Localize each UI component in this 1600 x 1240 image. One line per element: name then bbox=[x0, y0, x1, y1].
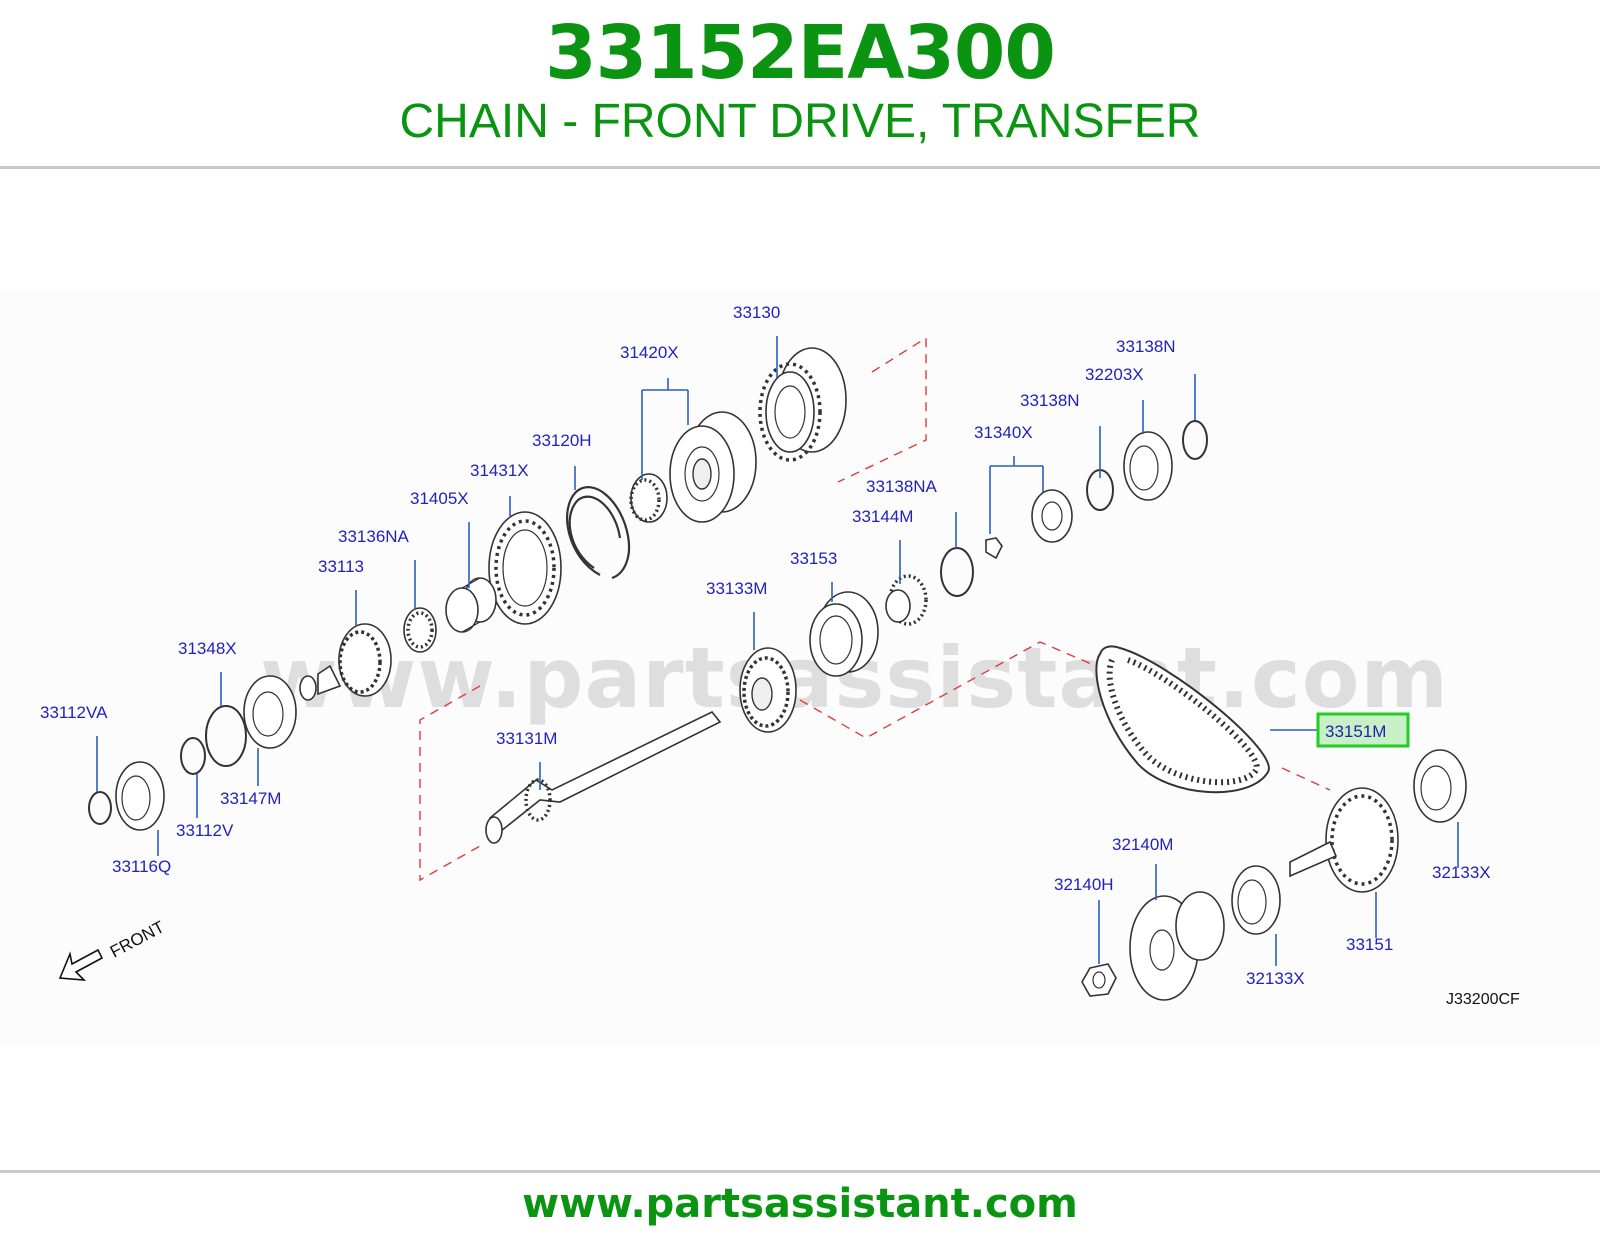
label-33138N[interactable]: 33138N bbox=[1020, 391, 1080, 410]
footer-divider bbox=[0, 1170, 1600, 1173]
label-32133X-right[interactable]: 32133X bbox=[1432, 863, 1491, 882]
front-direction-indicator: FRONT bbox=[58, 917, 168, 981]
label-33112V[interactable]: 33112V bbox=[176, 821, 234, 840]
part-33113-shaft-gear[interactable] bbox=[299, 623, 392, 701]
parts-diagram: www.partsassistant.com bbox=[0, 290, 1600, 1046]
part-33112V-snap-ring[interactable] bbox=[180, 737, 206, 775]
part-31348X-seal-ring[interactable] bbox=[205, 705, 247, 767]
part-31420X-carrier[interactable] bbox=[629, 411, 757, 523]
part-33116Q-bearing[interactable] bbox=[115, 761, 165, 831]
part-33131M-mainshaft[interactable] bbox=[485, 711, 722, 844]
part-33120H-snap-ring[interactable] bbox=[566, 486, 631, 580]
label-32140M[interactable]: 32140M bbox=[1112, 835, 1173, 854]
label-32133X-bottom[interactable]: 32133X bbox=[1246, 969, 1305, 988]
header-divider bbox=[0, 166, 1600, 169]
part-33133M-drive-gear[interactable] bbox=[739, 647, 797, 733]
part-31340X-oil-pump[interactable] bbox=[985, 489, 1073, 560]
label-33151M[interactable]: 33151M bbox=[1325, 722, 1386, 741]
highlight-box bbox=[1316, 712, 1410, 748]
part-number-title: 33152EA300 bbox=[545, 10, 1056, 96]
part-33138NA-snap-ring[interactable] bbox=[940, 547, 974, 597]
part-32140H-nut[interactable] bbox=[1081, 963, 1117, 997]
label-33136NA[interactable]: 33136NA bbox=[338, 527, 410, 546]
leader-lines bbox=[96, 336, 1459, 966]
part-33130-sleeve[interactable] bbox=[758, 347, 847, 462]
front-arrow-icon bbox=[58, 948, 104, 981]
label-33153[interactable]: 33153 bbox=[790, 549, 837, 568]
part-32203X-bearing[interactable] bbox=[1123, 431, 1173, 501]
callout-labels: 33130 31420X 33138N 32203X 33138N 31340X… bbox=[40, 303, 1491, 988]
part-32133X-right-bearing[interactable] bbox=[1413, 749, 1467, 823]
footer-site-url[interactable]: www.partsassistant.com bbox=[522, 1181, 1078, 1227]
part-33153-sleeve[interactable] bbox=[809, 591, 879, 677]
part-33112VA-snap-ring[interactable] bbox=[88, 791, 112, 825]
label-33120H[interactable]: 33120H bbox=[532, 431, 592, 450]
part-31405X-bushing[interactable] bbox=[445, 577, 497, 633]
label-33151[interactable]: 33151 bbox=[1346, 935, 1393, 954]
part-33151-driven-sprocket[interactable] bbox=[1289, 787, 1399, 893]
part-description: CHAIN - FRONT DRIVE, TRANSFER bbox=[399, 95, 1201, 148]
part-32133X-bottom-bearing[interactable] bbox=[1231, 865, 1281, 935]
label-32140H[interactable]: 32140H bbox=[1054, 875, 1114, 894]
part-33144M-hub[interactable] bbox=[885, 574, 928, 626]
label-33138N-top[interactable]: 33138N bbox=[1116, 337, 1176, 356]
assembly-guide-lines bbox=[419, 336, 1331, 882]
front-label: FRONT bbox=[107, 917, 168, 961]
label-33138NA[interactable]: 33138NA bbox=[866, 477, 938, 496]
part-33136NA-needle-bearing[interactable] bbox=[403, 607, 437, 653]
diagram-reference-code: J33200CF bbox=[1446, 991, 1520, 1008]
label-32203X[interactable]: 32203X bbox=[1085, 365, 1144, 384]
label-31420X[interactable]: 31420X bbox=[620, 343, 679, 362]
label-33144M[interactable]: 33144M bbox=[852, 507, 913, 526]
label-33116Q[interactable]: 33116Q bbox=[112, 857, 171, 876]
label-33112VA[interactable]: 33112VA bbox=[40, 703, 108, 722]
label-31431X[interactable]: 31431X bbox=[470, 461, 529, 480]
part-33138N-top-snap-ring[interactable] bbox=[1182, 420, 1208, 460]
part-33151M-chain[interactable] bbox=[1095, 645, 1270, 794]
exploded-view-svg: 33130 31420X 33138N 32203X 33138N 31340X… bbox=[40, 303, 1520, 1008]
part-31431X-ring-gear[interactable] bbox=[488, 511, 562, 625]
label-33130[interactable]: 33130 bbox=[733, 303, 780, 322]
label-33113[interactable]: 33113 bbox=[318, 557, 364, 576]
label-31340X[interactable]: 31340X bbox=[974, 423, 1033, 442]
label-33131M[interactable]: 33131M bbox=[496, 729, 557, 748]
page-header: 33152EA300 CHAIN - FRONT DRIVE, TRANSFER bbox=[0, 0, 1600, 168]
label-31348X[interactable]: 31348X bbox=[178, 639, 237, 658]
part-33147M-bearing[interactable] bbox=[243, 675, 297, 749]
part-32140M-flange[interactable] bbox=[1129, 891, 1225, 1001]
label-33133M[interactable]: 33133M bbox=[706, 579, 767, 598]
label-33147M[interactable]: 33147M bbox=[220, 789, 281, 808]
label-31405X[interactable]: 31405X bbox=[410, 489, 469, 508]
